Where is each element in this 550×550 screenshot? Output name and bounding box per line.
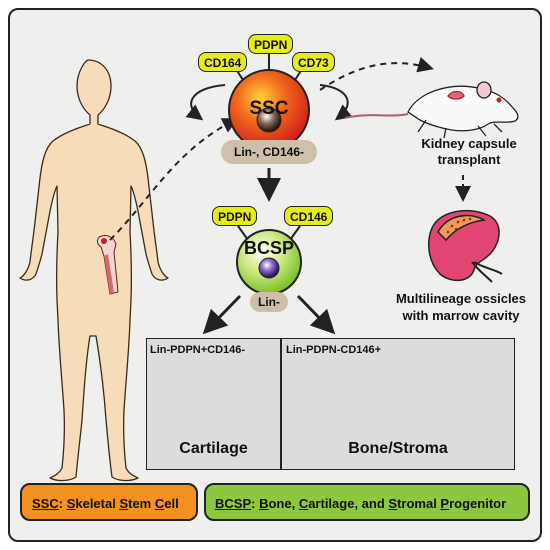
transplant-line2: transplant [437, 152, 501, 167]
ssc-legend-w2a: S [119, 496, 129, 511]
ssc-to-mouse-arrow [319, 56, 434, 91]
bcsp-nucleus [258, 257, 280, 279]
ssc-legend-sep: : [58, 496, 67, 511]
ssc-marker-cd164: CD164 [198, 52, 248, 72]
bcsp-receptor-stems [237, 225, 301, 241]
bcsp-legend-w3b: tromal [397, 496, 441, 511]
bcsp-label: BCSP [243, 238, 294, 258]
femur-bone [96, 235, 119, 295]
ssc-marker-pdpn: PDPN [248, 34, 294, 54]
bcsp-legend-box: BCSP: Bone, Cartilage, and Stromal Proge… [204, 483, 530, 521]
ossicles-line2: with marrow cavity [402, 308, 520, 323]
ssc-legend-box: SSC: Skeletal Stem Cell [20, 483, 198, 521]
bcsp-legend-w2a: C [298, 496, 309, 511]
ssc-legend-w2b: tem [128, 496, 155, 511]
ssc-legend-w3a: C [154, 496, 165, 511]
bcsp-legend-sep: : [251, 496, 260, 511]
cartilage-label: Cartilage [179, 440, 248, 457]
ssc-renew-right-arrow [319, 84, 353, 121]
bone-stroma-label: Bone/Stroma [348, 440, 448, 457]
ssc-nucleus [256, 107, 282, 133]
bone-stroma-phenotype: Lin-PDPN-CD146+ [286, 344, 382, 356]
bcsp-to-bone-arrow [296, 294, 336, 335]
bcsp-legend-w1b: one, [268, 496, 299, 511]
cartilage-phenotype: Lin-PDPN+CD146- [150, 344, 246, 356]
bcsp-legend-w1a: B [259, 496, 269, 511]
bcsp-to-cartilage-arrow [202, 294, 242, 335]
ssc-legend-abbr: SSC [32, 496, 59, 511]
bcsp-legend-w3a: S [388, 496, 398, 511]
ossicles-line1: Multilineage ossicles [395, 291, 527, 306]
ssc-renew-left-arrow [185, 84, 226, 121]
cartilage-panel [146, 338, 281, 470]
ssc-legend-w1a: S [66, 496, 76, 511]
ssc-marker-cd73: CD73 [292, 52, 335, 72]
bcsp-phenotype: Lin- [250, 292, 288, 312]
transplant-label: Kidney capsule transplant [414, 136, 524, 168]
bcsp-marker-pdpn: PDPN [212, 206, 258, 226]
ossicles-label: Multilineage ossicles with marrow cavity [380, 290, 542, 324]
bone-stroma-panel [281, 338, 515, 470]
bcsp-marker-cd146: CD146 [284, 206, 334, 226]
ssc-legend-w3b: ell [164, 496, 179, 511]
transplant-line1: Kidney capsule [421, 136, 517, 151]
bcsp-legend-abbr: BCSP [215, 496, 252, 511]
ssc-label: SSC [249, 98, 289, 119]
ossicle-kidney [427, 209, 503, 283]
ssc-legend-w1b: keletal [75, 496, 120, 511]
human-figure [19, 59, 169, 482]
bcsp-legend-w2b: artilage, and [308, 496, 389, 511]
mouse-illustration [344, 81, 519, 139]
ssc-phenotype: Lin-, CD146- [221, 140, 317, 164]
bcsp-legend-w4b: rogenitor [449, 496, 507, 511]
bcsp-legend-w4a: P [440, 496, 450, 511]
